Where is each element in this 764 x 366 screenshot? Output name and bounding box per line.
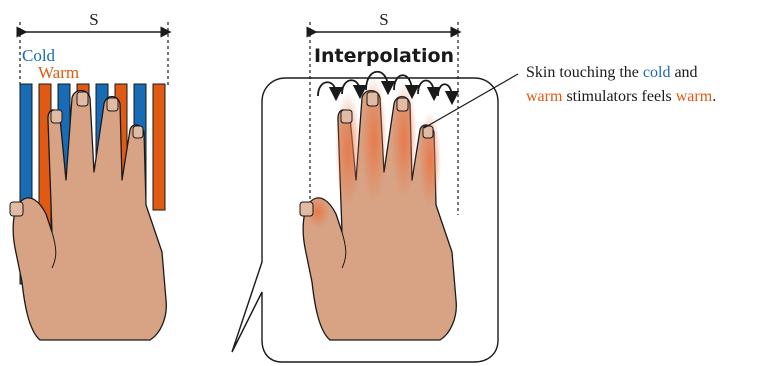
callout-text-line1: Skin touching the cold and	[526, 64, 698, 81]
callout-text-line2: warm stimulators feels warm.	[526, 88, 716, 105]
right-panel: S Interpolation	[232, 10, 498, 362]
right-width-label: S	[379, 10, 388, 29]
warm-label: Warm	[38, 63, 79, 82]
left-hand	[10, 91, 166, 341]
warm-stripe	[153, 84, 165, 210]
left-panel: S Cold Warm	[10, 10, 168, 340]
interpolation-title: Interpolation	[314, 45, 454, 67]
left-width-label: S	[89, 10, 98, 29]
